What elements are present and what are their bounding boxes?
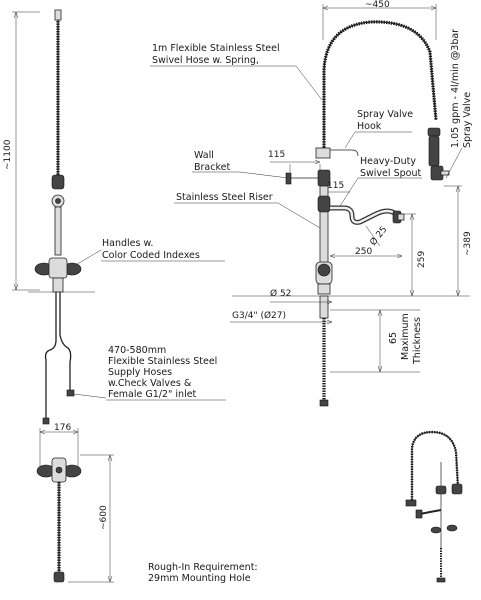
svg-text:Hook: Hook — [357, 121, 382, 132]
bottom-width-dim: 176 — [54, 423, 71, 433]
svg-text:Wall: Wall — [194, 150, 214, 161]
svg-text:Bracket: Bracket — [194, 162, 230, 173]
svg-text:Stainless Steel Riser: Stainless Steel Riser — [176, 192, 273, 203]
thread-dim: G3/4" (Ø27) — [232, 310, 286, 321]
svg-text:Maximum: Maximum — [400, 313, 411, 360]
bottom-length-dim: ~600 — [99, 505, 109, 530]
svg-text:470-580mm: 470-580mm — [108, 345, 166, 356]
supply-hose-2 — [59, 292, 72, 392]
isometric-preview — [405, 430, 463, 583]
spray-label: 1.05 gpm - 4l/min @3bar Spray Valve — [445, 29, 473, 179]
svg-text:29mm Mounting Hole: 29mm Mounting Hole — [148, 573, 251, 584]
bottom-view: 176 ~600 — [36, 423, 114, 583]
supply-hose-1 — [44, 292, 57, 418]
supply-label: 470-580mm Flexible Stainless Steel Suppl… — [73, 345, 226, 401]
front-handle — [317, 263, 331, 277]
svg-text:Heavy-Duty: Heavy-Duty — [360, 156, 416, 167]
svg-text:Swivel Hose w. Spring,: Swivel Hose w. Spring, — [152, 55, 259, 66]
spray-valve — [428, 135, 440, 167]
rough-in-note: Rough-In Requirement: 29mm Mounting Hole — [148, 562, 258, 584]
svg-text:Spray Valve: Spray Valve — [462, 92, 473, 148]
handles-label: Handles w. Color Coded Indexes — [73, 238, 225, 267]
spout-label: Heavy-Duty Swivel Spout — [339, 156, 422, 207]
hose-label: 1m Flexible Stainless Steel Swivel Hose … — [150, 43, 323, 101]
bracket-dim: 115 — [268, 150, 285, 160]
spout-offset-dim: 115 — [327, 181, 344, 191]
svg-text:Rough-In Requirement:: Rough-In Requirement: — [148, 562, 258, 573]
side-collar — [51, 174, 65, 190]
svg-text:65: 65 — [388, 332, 399, 344]
hook-label: Spray Valve Hook — [344, 109, 413, 149]
svg-text:Color Coded Indexes: Color Coded Indexes — [102, 250, 200, 261]
side-view: ~1100 — [3, 9, 95, 425]
svg-text:Supply Hoses: Supply Hoses — [108, 367, 172, 378]
svg-text:Handles w.: Handles w. — [102, 238, 153, 249]
spout-height-dim: 259 — [417, 251, 427, 268]
svg-text:1m Flexible Stainless Steel: 1m Flexible Stainless Steel — [152, 43, 280, 54]
svg-text:Flexible Stainless Steel: Flexible Stainless Steel — [108, 356, 217, 367]
riser-label: Stainless Steel Riser — [174, 192, 321, 229]
svg-text:1.05 gpm - 4l/min @3bar: 1.05 gpm - 4l/min @3bar — [450, 29, 461, 148]
svg-text:Female G1/2" inlet: Female G1/2" inlet — [108, 389, 197, 400]
base-dia-dim: Ø 52 — [270, 288, 291, 299]
svg-text:Thickness: Thickness — [412, 317, 423, 365]
valve-height-dim: ~389 — [463, 231, 473, 256]
svg-text:Swivel Spout: Swivel Spout — [360, 168, 421, 179]
width-dim: ~450 — [365, 0, 390, 10]
spout-reach-dim: 250 — [355, 247, 372, 257]
svg-text:Spray Valve: Spray Valve — [357, 109, 413, 120]
svg-text:w.Check Valves &: w.Check Valves & — [108, 378, 192, 389]
wall-label: Wall Bracket — [192, 150, 289, 179]
height-dim: ~1100 — [3, 139, 13, 170]
thickness-label: 65 Maximum Thickness — [388, 313, 423, 365]
